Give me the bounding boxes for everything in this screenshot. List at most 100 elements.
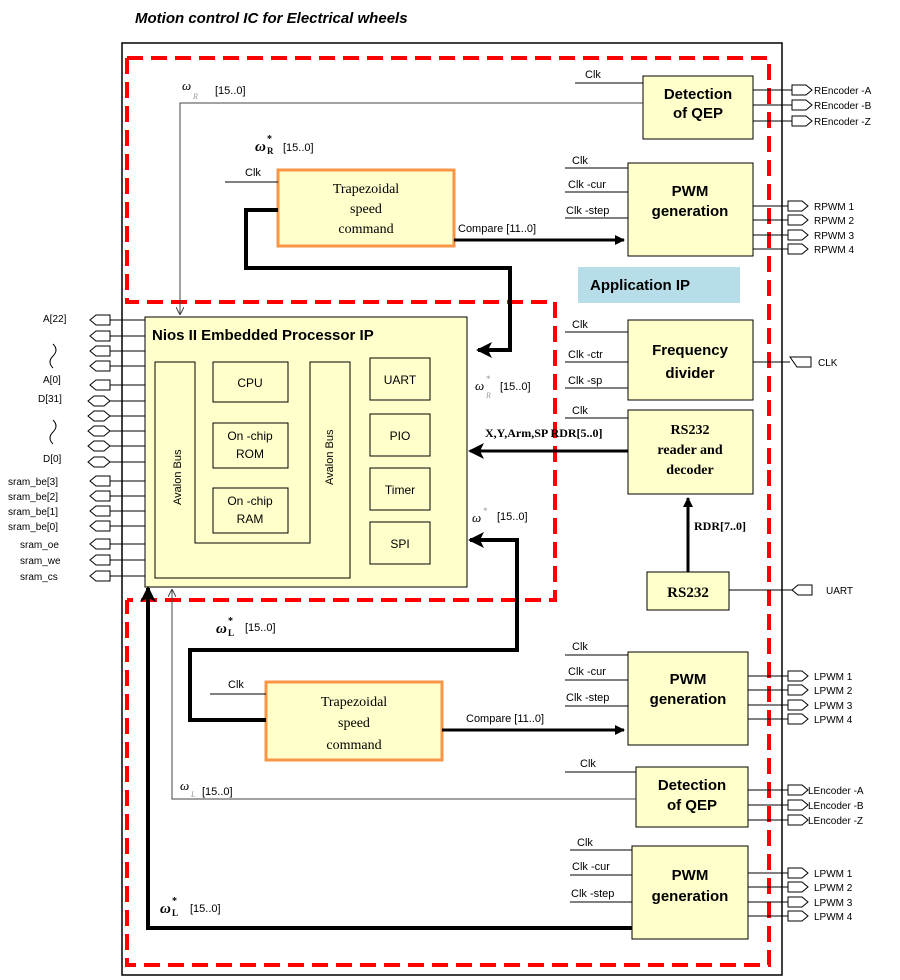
qep-left-label-2: of QEP <box>667 797 717 814</box>
pin-d31-label: D[31] <box>38 394 62 405</box>
pio-block <box>369 413 431 457</box>
freq-clkctr: Clk -ctr <box>568 349 603 361</box>
avalon-bus-right-label: Avalon Bus <box>324 429 336 485</box>
qep-left-block <box>635 766 749 828</box>
pin-lpwm2-1: LPWM 1 <box>748 867 853 880</box>
pin-lpwm1-2-label: LPWM 2 <box>814 686 853 697</box>
rs232-label: RS232 <box>667 585 709 601</box>
omega-star-mid-sup: * <box>486 374 491 384</box>
pin-lpwm1-4: LPWM 4 <box>748 713 853 726</box>
pin-lencoder-z-label: LEncoder -Z <box>808 816 863 827</box>
right-pins-group: REncoder -A REncoder -B REncoder -Z RPWM… <box>729 84 872 923</box>
omega-r-star-range: [15..0] <box>283 142 314 154</box>
compare-right-label: Compare [11..0] <box>458 223 536 235</box>
left-pins-group: A[22] A[0] D[31] D[0] sram_be[3] sram_be… <box>8 314 145 583</box>
pin-lpwm2-4-label: LPWM 4 <box>814 912 853 923</box>
pin-rencoder-b-label: REncoder -B <box>814 101 872 112</box>
rs232-decoder-block <box>627 409 754 495</box>
pin-sram-be1: sram_be[1] <box>8 507 58 518</box>
spi-label: SPI <box>390 537 409 551</box>
pin-a0-label: A[0] <box>43 375 61 386</box>
qep-right-block <box>642 75 754 140</box>
pwm-left2-label-1: PWM <box>672 867 709 884</box>
trap-left-clk: Clk <box>228 679 244 691</box>
omega-l-feedback-line <box>172 590 636 800</box>
chip-outline <box>121 42 783 976</box>
qep-right-label-2: of QEP <box>673 105 723 122</box>
cpu-block <box>212 361 289 403</box>
uart-block <box>369 357 431 401</box>
trap-right-label-3: command <box>338 222 393 237</box>
pin-lpwm2-2: LPWM 2 <box>748 881 853 894</box>
pin-sram-be2: sram_be[2] <box>8 492 58 503</box>
rs232-clk: Clk <box>572 405 588 417</box>
omega-r-feedback-line <box>180 102 643 314</box>
pin-rencoder-z-label: REncoder -Z <box>814 117 871 128</box>
pin-rpwm-2: RPWM 2 <box>753 214 854 227</box>
omega-star-mid-symbol: ω <box>475 378 484 393</box>
compare-left-label: Compare [11..0] <box>466 713 544 725</box>
pin-lpwm2-3: LPWM 3 <box>748 896 853 909</box>
pwm-left2-clkcur: Clk -cur <box>572 861 610 873</box>
rs232-decoder-label-1: RS232 <box>671 423 710 438</box>
pin-lpwm1-2: LPWM 2 <box>748 684 853 697</box>
pin-lpwm2-4: LPWM 4 <box>748 910 853 923</box>
rom-block <box>212 422 289 469</box>
trap-right-label-2: speed <box>350 202 382 217</box>
ram-label-1: On -chip <box>227 494 273 508</box>
ram-block <box>212 487 289 534</box>
freq-clk: Clk <box>572 319 588 331</box>
pin-lpwm2-2-label: LPWM 2 <box>814 883 853 894</box>
pwm-right-clkstep: Clk -step <box>566 205 609 217</box>
pin-uart-label: UART <box>826 586 853 597</box>
omega-r-range: [15..0] <box>215 85 246 97</box>
rs232-decoder-label-3: decoder <box>666 463 713 478</box>
pin-rpwm-1: RPWM 1 <box>753 200 854 213</box>
pin-rencoder-a: REncoder -A <box>753 84 872 97</box>
pwm-right-block <box>627 162 754 257</box>
omega-l-ref-path <box>188 532 519 722</box>
freq-divider-label-1: Frequency <box>652 342 729 359</box>
omega-l-star-symbol: ω <box>216 621 227 637</box>
pin-uart: UART <box>729 584 853 597</box>
pin-lencoder-b-label: LEncoder -B <box>808 801 864 812</box>
pwm-left2-block <box>631 845 749 940</box>
omega-lstar-mid-sup: * <box>483 506 488 516</box>
pwm-left1-clkstep: Clk -step <box>566 692 609 704</box>
pin-rencoder-a-label: REncoder -A <box>814 86 872 97</box>
omega-lstar-mid-symbol: ω <box>472 510 481 525</box>
pin-lpwm2-1-label: LPWM 1 <box>814 869 853 880</box>
pin-lencoder-a: LEncoder -A <box>748 784 864 797</box>
timer-block <box>369 467 431 511</box>
qep-left-clk: Clk <box>580 758 596 770</box>
omega-star-mid-range: [15..0] <box>500 381 531 393</box>
omega-r-star-symbol: ω <box>255 139 266 155</box>
pwm-left1-block <box>627 651 749 746</box>
pin-rpwm-2-label: RPWM 2 <box>814 216 854 227</box>
application-ip-badge <box>578 267 740 303</box>
omega-r-ref-path <box>244 208 512 358</box>
trap-left-label-2: speed <box>338 716 370 731</box>
pwm-right-clkcur: Clk -cur <box>568 179 606 191</box>
pin-rpwm-3: RPWM 3 <box>753 229 854 242</box>
rom-label-1: On -chip <box>227 429 273 443</box>
diagram-title: Motion control IC for Electrical wheels <box>135 10 408 27</box>
rom-label-2: ROM <box>236 447 264 461</box>
avalon-bus-left-label: Avalon Bus <box>172 449 184 505</box>
omega-r-star-sub: R <box>267 146 274 156</box>
omega-lstar-mid-range: [15..0] <box>497 511 528 523</box>
pin-sram-be0: sram_be[0] <box>8 522 58 533</box>
omega-lb-sub: L <box>172 908 178 918</box>
pin-sram-bus <box>89 475 145 582</box>
qep-left-label-1: Detection <box>658 777 726 794</box>
trap-right-block <box>276 168 456 248</box>
pin-d0-label: D[0] <box>43 454 62 465</box>
spi-block <box>369 521 431 565</box>
qep-right-clk-label: Clk <box>585 69 601 81</box>
pwm-left1-clkcur: Clk -cur <box>568 666 606 678</box>
rs232-to-nios-label: X,Y,Arm,SP RDR[5..0] <box>485 426 603 440</box>
qep-right-label-1: Detection <box>664 86 732 103</box>
freq-divider-label-2: divider <box>665 365 714 382</box>
pin-lpwm1-1-label: LPWM 1 <box>814 672 853 683</box>
